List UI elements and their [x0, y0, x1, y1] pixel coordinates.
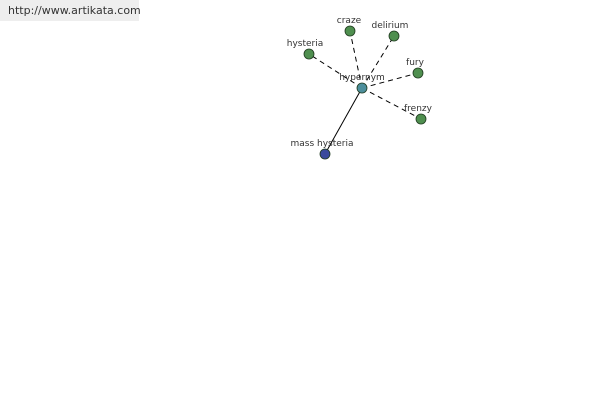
node-label-hysteria[interactable]: hysteria [287, 39, 324, 49]
node-craze[interactable] [344, 25, 356, 37]
edges-layer [308, 30, 422, 155]
edge-hypernym-mass-hysteria [324, 87, 363, 155]
source-url-banner: http://www.artikata.com [0, 0, 141, 21]
edge-hypernym-fury [361, 72, 419, 89]
edge-hypernym-hysteria [308, 53, 363, 89]
edge-hypernym-frenzy [361, 87, 422, 120]
node-label-frenzy[interactable]: frenzy [404, 104, 433, 114]
nodes-layer [303, 25, 427, 160]
labels-layer: hypernym craze delirium hysteria fury frenzy m… [287, 16, 433, 149]
edge-hypernym-delirium [361, 35, 395, 89]
node-hysteria[interactable] [303, 48, 315, 60]
node-fury[interactable] [412, 67, 424, 79]
edge-hypernym-craze [349, 30, 363, 89]
node-label-fury[interactable]: fury [406, 58, 425, 68]
node-label-delirium[interactable]: delirium [372, 21, 409, 31]
node-label-craze[interactable]: craze [337, 16, 362, 26]
node-frenzy[interactable] [415, 113, 427, 125]
node-label-hypernym[interactable]: hypernym [339, 73, 385, 83]
node-hypernym[interactable] [356, 82, 368, 94]
node-label-mass-hysteria[interactable]: mass hysteria [290, 139, 353, 149]
node-mass-hysteria[interactable] [319, 148, 331, 160]
node-delirium[interactable] [388, 30, 400, 42]
